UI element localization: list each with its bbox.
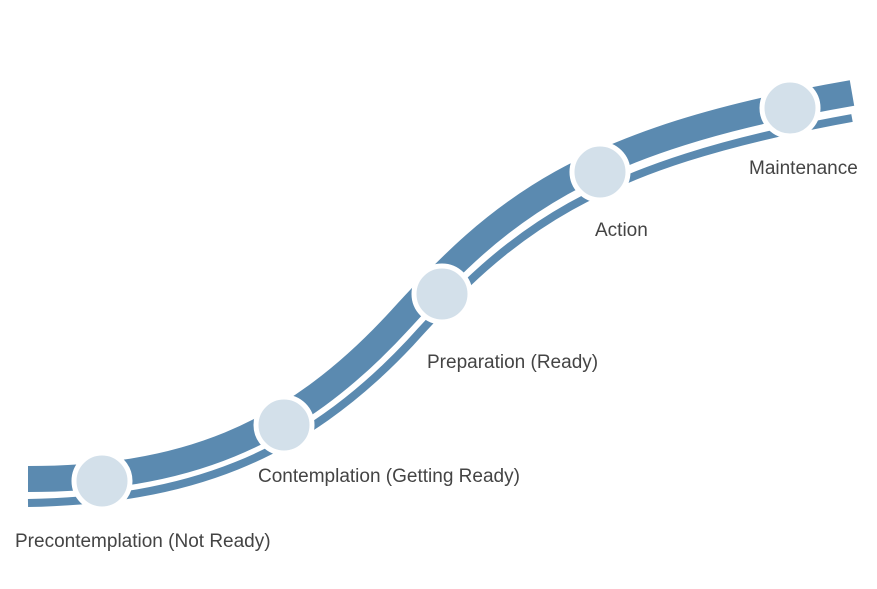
- stage-node-contemplation: [253, 394, 315, 456]
- stage-label-action: Action: [595, 220, 648, 241]
- stage-node-precontemplation: [71, 450, 133, 512]
- stage-label-maintenance: Maintenance: [749, 158, 858, 179]
- stage-label-contemplation: Contemplation (Getting Ready): [258, 466, 520, 487]
- stage-node-maintenance: [759, 77, 821, 139]
- stage-node-preparation: [411, 263, 473, 325]
- stage-label-precontemplation: Precontemplation (Not Ready): [15, 531, 271, 552]
- stage-node-action: [569, 141, 631, 203]
- stage-label-preparation: Preparation (Ready): [427, 352, 598, 373]
- progress-band-main: [27, 80, 855, 492]
- progress-band-lower: [27, 114, 853, 507]
